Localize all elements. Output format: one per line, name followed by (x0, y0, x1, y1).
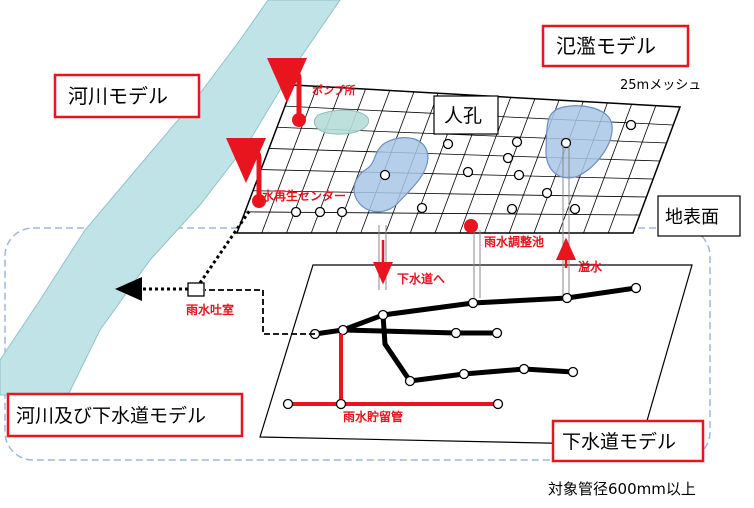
storage-pipe-label: 雨水貯留管 (343, 409, 403, 424)
flood-area-3 (313, 109, 370, 135)
grid-line (607, 105, 657, 234)
manhole-label: 人孔 (444, 105, 482, 127)
pump-station-arrow (267, 58, 307, 119)
pump-station-label: ポンプ所 (312, 83, 356, 97)
flood-area-2 (545, 105, 613, 179)
grid-line (244, 211, 640, 216)
mesh-label: 25mメッシュ (620, 78, 701, 93)
outfall-label: 雨水吐室 (186, 302, 234, 317)
river-sewer-model-label: 河川及び下水道モデル (16, 405, 206, 427)
river-model-box (53, 73, 201, 119)
sewer-model-box (551, 419, 705, 463)
treatment-center-dot (252, 194, 266, 208)
grid-line (583, 104, 632, 234)
treatment-center-label: 水再生センター (262, 188, 346, 203)
grid-line (252, 190, 647, 198)
outfall-dashed-link (205, 289, 315, 335)
storage-pond-label: 雨水調整池 (484, 234, 544, 249)
ground-surface-label: 地表面 (665, 207, 719, 228)
storage-pond-dot (464, 219, 478, 233)
sewer-model-label: 下水道モデル (562, 431, 676, 453)
storage-pipe (282, 334, 504, 410)
flood-model-box (541, 24, 690, 68)
grid-line (260, 169, 654, 180)
grid-line (484, 98, 536, 234)
river-model-label: 河川モデル (68, 84, 168, 108)
sewer-manholes (309, 282, 642, 387)
pump-station-dot (292, 113, 306, 127)
grid-line (261, 86, 318, 234)
flood-area-1 (353, 136, 429, 213)
target-pipe-label: 対象管径600mm以上 (548, 480, 696, 498)
ground-surface-box (657, 195, 741, 237)
outfall-up-link (198, 209, 252, 284)
sewer-plane (259, 264, 693, 446)
to-sewer-label: 下水道へ (397, 271, 445, 286)
surface-manholes (290, 119, 637, 218)
overflow-label: 溢水 (578, 259, 603, 274)
flood-model-label: 氾濫モデル (556, 34, 656, 58)
manhole-box (433, 95, 499, 135)
outfall-box (187, 282, 205, 297)
treatment-center-arrow (226, 138, 266, 200)
river-sewer-model-box (6, 392, 244, 438)
grid-line (459, 97, 512, 234)
